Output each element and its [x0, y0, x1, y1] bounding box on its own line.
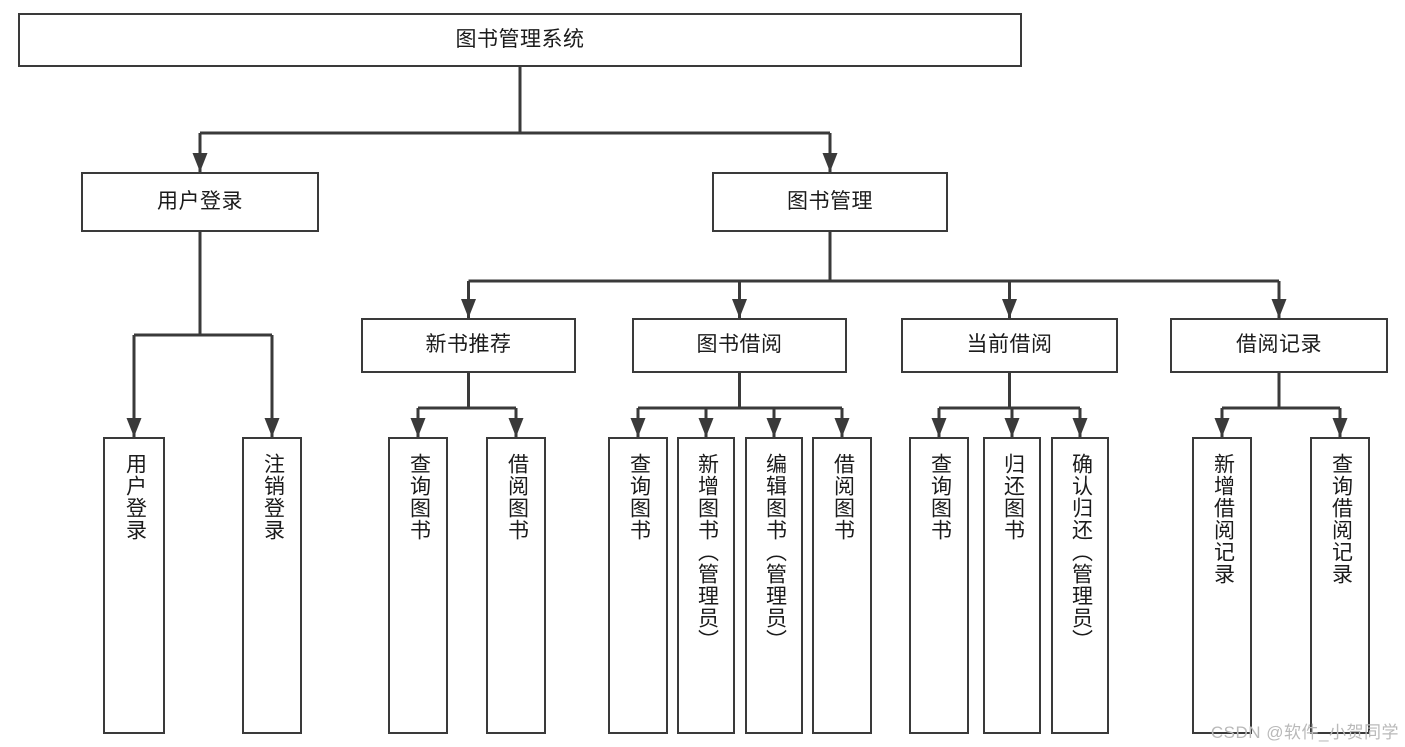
- arrowhead-login: [192, 153, 208, 172]
- node-leaf-2[interactable]: 注销登录: [242, 437, 302, 734]
- node-leaf-1[interactable]: 用户登录: [103, 437, 165, 734]
- node-label: 借阅图书: [505, 453, 529, 541]
- node-label: 注销登录: [261, 453, 285, 541]
- arrowhead-leaf-6: [698, 418, 714, 437]
- arrowhead-leaf-1: [126, 418, 142, 437]
- arrowhead-leaf-5: [630, 418, 646, 437]
- node-label: 查询借阅记录: [1329, 453, 1353, 585]
- arrowhead-current: [1002, 299, 1017, 318]
- node-label: 确认归还（管理员）: [1069, 453, 1093, 651]
- arrowhead-borrow: [732, 299, 747, 318]
- node-leaf-6[interactable]: 新增图书（管理员）: [677, 437, 735, 734]
- node-leaf-11[interactable]: 确认归还（管理员）: [1051, 437, 1109, 734]
- arrowhead-leaf-9: [931, 418, 947, 437]
- watermark: CSDN @软件_小贺同学: [1210, 723, 1399, 742]
- node-leaf-10[interactable]: 归还图书: [983, 437, 1041, 734]
- node-label: 查询图书: [928, 453, 952, 541]
- arrowhead-leaf-8: [834, 418, 850, 437]
- node-label: 编辑图书（管理员）: [763, 453, 787, 651]
- node-label: 新增图书（管理员）: [695, 453, 719, 651]
- node-borrow[interactable]: 图书借阅: [632, 318, 847, 373]
- node-login[interactable]: 用户登录: [81, 172, 319, 232]
- node-leaf-9[interactable]: 查询图书: [909, 437, 969, 734]
- node-label: 新增借阅记录: [1211, 453, 1235, 585]
- arrowhead-leaf-7: [766, 418, 782, 437]
- node-leaf-4[interactable]: 借阅图书: [486, 437, 546, 734]
- node-label: 用户登录: [123, 453, 147, 541]
- node-newbook[interactable]: 新书推荐: [361, 318, 576, 373]
- node-root[interactable]: 图书管理系统: [18, 13, 1022, 67]
- node-records[interactable]: 借阅记录: [1170, 318, 1388, 373]
- node-leaf-13[interactable]: 查询借阅记录: [1310, 437, 1370, 734]
- arrowhead-leaf-4: [508, 418, 524, 437]
- arrowhead-leaf-13: [1332, 418, 1348, 437]
- node-leaf-5[interactable]: 查询图书: [608, 437, 668, 734]
- node-label: 新书推荐: [425, 333, 512, 357]
- node-bookmgmt[interactable]: 图书管理: [712, 172, 948, 232]
- node-leaf-7[interactable]: 编辑图书（管理员）: [745, 437, 803, 734]
- node-label: 用户登录: [157, 189, 243, 213]
- node-label: 图书管理: [787, 189, 873, 213]
- node-label: 图书管理系统: [455, 27, 585, 51]
- arrowhead-records: [1271, 299, 1287, 318]
- arrowhead-bookmgmt: [822, 153, 838, 172]
- node-label: 图书借阅: [696, 333, 783, 357]
- arrowhead-leaf-11: [1072, 418, 1088, 437]
- node-current[interactable]: 当前借阅: [901, 318, 1118, 373]
- node-label: 借阅记录: [1236, 333, 1322, 357]
- arrowhead-leaf-2: [264, 418, 280, 437]
- arrowhead-newbook: [461, 299, 476, 318]
- node-label: 查询图书: [627, 453, 651, 541]
- node-label: 借阅图书: [831, 453, 855, 541]
- arrowhead-leaf-12: [1214, 418, 1230, 437]
- node-label: 当前借阅: [966, 333, 1053, 357]
- node-leaf-12[interactable]: 新增借阅记录: [1192, 437, 1252, 734]
- node-leaf-3[interactable]: 查询图书: [388, 437, 448, 734]
- node-leaf-8[interactable]: 借阅图书: [812, 437, 872, 734]
- node-label: 归还图书: [1001, 453, 1025, 541]
- node-label: 查询图书: [407, 453, 431, 541]
- arrowhead-leaf-10: [1004, 418, 1020, 437]
- arrowhead-leaf-3: [410, 418, 426, 437]
